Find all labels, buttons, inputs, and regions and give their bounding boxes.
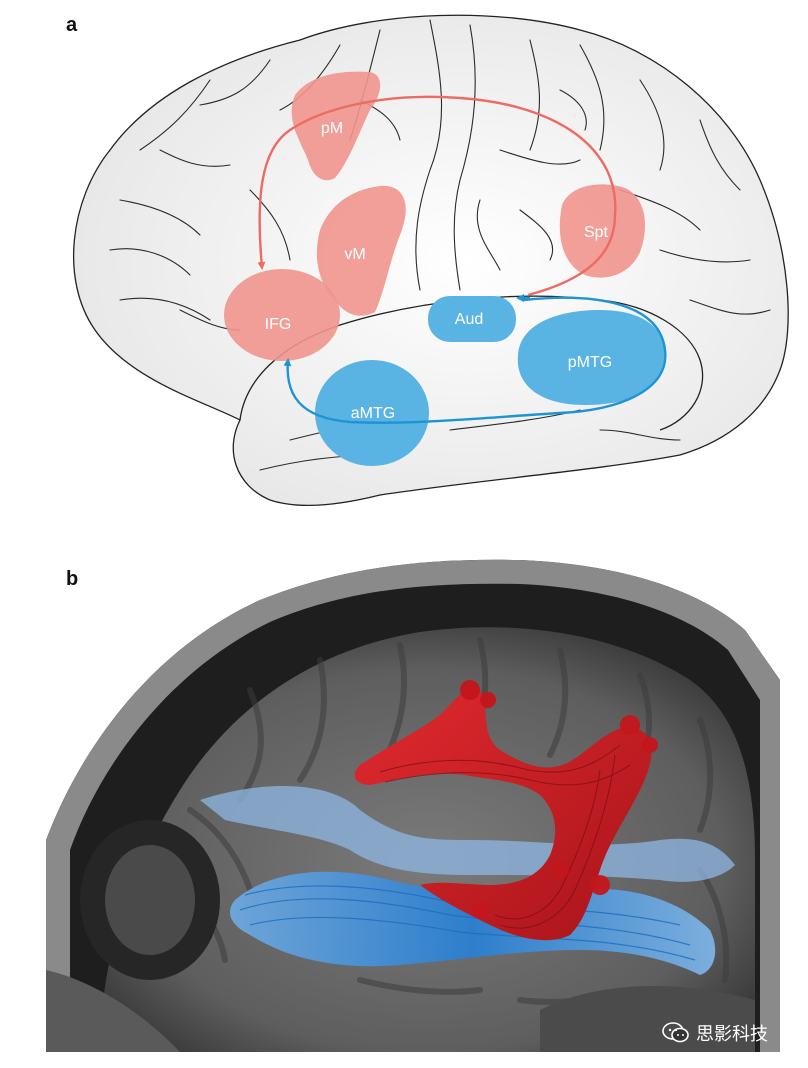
panel-b-tractography: b: [0, 540, 808, 1068]
region-pM: [291, 71, 381, 181]
mri-sagittal-image: [46, 559, 780, 1053]
region-Spt: [559, 184, 645, 278]
region-aMTG: [315, 360, 429, 466]
wechat-icon: [662, 1022, 689, 1043]
label-IFG: IFG: [265, 316, 292, 333]
watermark: 思影科技: [662, 1020, 768, 1046]
label-Aud: Aud: [455, 311, 483, 328]
region-vM: [316, 185, 406, 316]
mri-slice: [46, 559, 780, 1053]
cortex-outline: [72, 14, 789, 507]
panel-label-a: a: [66, 14, 78, 36]
region-pMTG: [517, 310, 666, 405]
label-pMTG: pMTG: [568, 354, 612, 371]
ventral-stream-arrow: [283, 296, 667, 424]
region-IFG: [224, 269, 340, 361]
panel-label-b: b: [66, 568, 79, 590]
label-pM: pM: [321, 120, 343, 137]
label-aMTG: aMTG: [351, 405, 395, 422]
panel-a-brain-diagram: a: [0, 0, 808, 530]
brain-lateral-view: pM vM IFG Spt Aud pMTG aMTG: [72, 14, 789, 507]
label-vM: vM: [344, 246, 365, 263]
dorsal-stream-arrow: [257, 95, 617, 297]
watermark-text: 思影科技: [696, 1024, 768, 1045]
dorsal-tract-arcuate: [354, 686, 652, 941]
label-Spt: Spt: [584, 224, 609, 241]
region-Aud: [428, 296, 516, 342]
ventral-tract-main: [230, 871, 716, 975]
